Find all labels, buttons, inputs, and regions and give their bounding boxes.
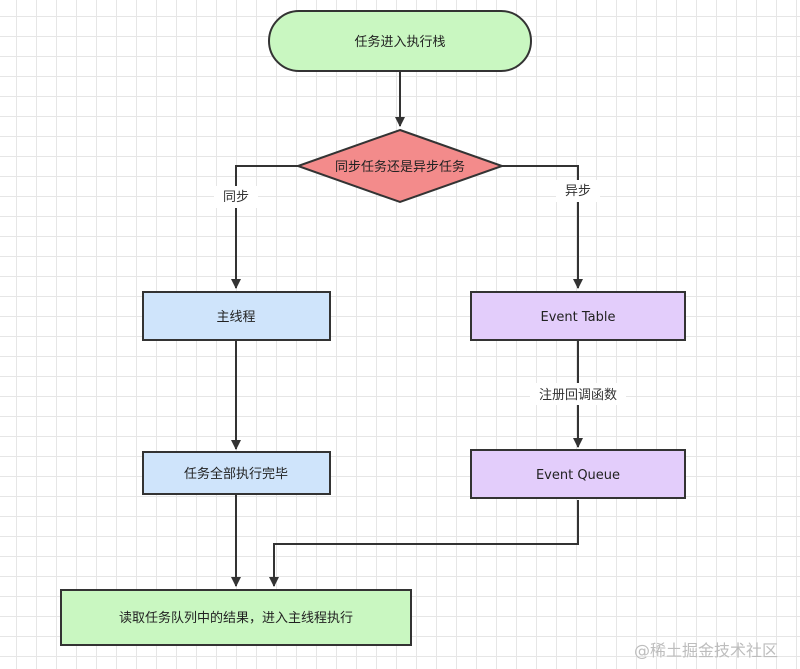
node-tasks-done-label: 任务全部执行完毕: [184, 466, 288, 482]
node-event-queue-label: Event Queue: [536, 468, 620, 483]
async-label: 异步: [565, 184, 591, 199]
node-event-table: Event Table: [470, 291, 686, 341]
register-label-bg: [530, 383, 626, 405]
watermark: @稀土掘金技术社区: [633, 641, 778, 660]
edge-decision-to-main-thread: [231, 165, 298, 289]
node-start: 任务进入执行栈: [268, 10, 532, 72]
node-main-thread-label: 主线程: [216, 310, 255, 325]
node-tasks-done-shape: [142, 451, 331, 495]
node-event-queue: Event Queue: [470, 449, 686, 499]
sync-label: 同步: [223, 190, 249, 205]
edge-event-queue-to-read-queue: [269, 500, 579, 587]
node-start-shape: [268, 10, 532, 72]
node-start-label: 任务进入执行栈: [354, 34, 445, 50]
register-callback-label: 注册回调函数: [539, 388, 617, 403]
edge-decision-to-event-table: [502, 165, 583, 289]
async-label-bg: [556, 180, 600, 202]
node-event-table-shape: [470, 291, 686, 341]
node-decision: 同步任务还是异步任务: [294, 128, 506, 204]
node-tasks-done: 任务全部执行完毕: [142, 451, 331, 495]
node-decision-label: 同步任务还是异步任务: [335, 159, 465, 175]
node-event-queue-shape: [470, 449, 686, 499]
node-main-thread: 主线程: [142, 291, 331, 341]
node-read-queue-label: 读取任务队列中的结果，进入主线程执行: [119, 610, 353, 626]
node-read-queue: 读取任务队列中的结果，进入主线程执行: [60, 589, 412, 646]
node-event-table-label: Event Table: [541, 310, 616, 325]
sync-label-bg: [214, 186, 258, 208]
node-main-thread-shape: [142, 291, 331, 341]
node-decision-shape: [294, 128, 506, 204]
node-read-queue-shape: [60, 589, 412, 646]
